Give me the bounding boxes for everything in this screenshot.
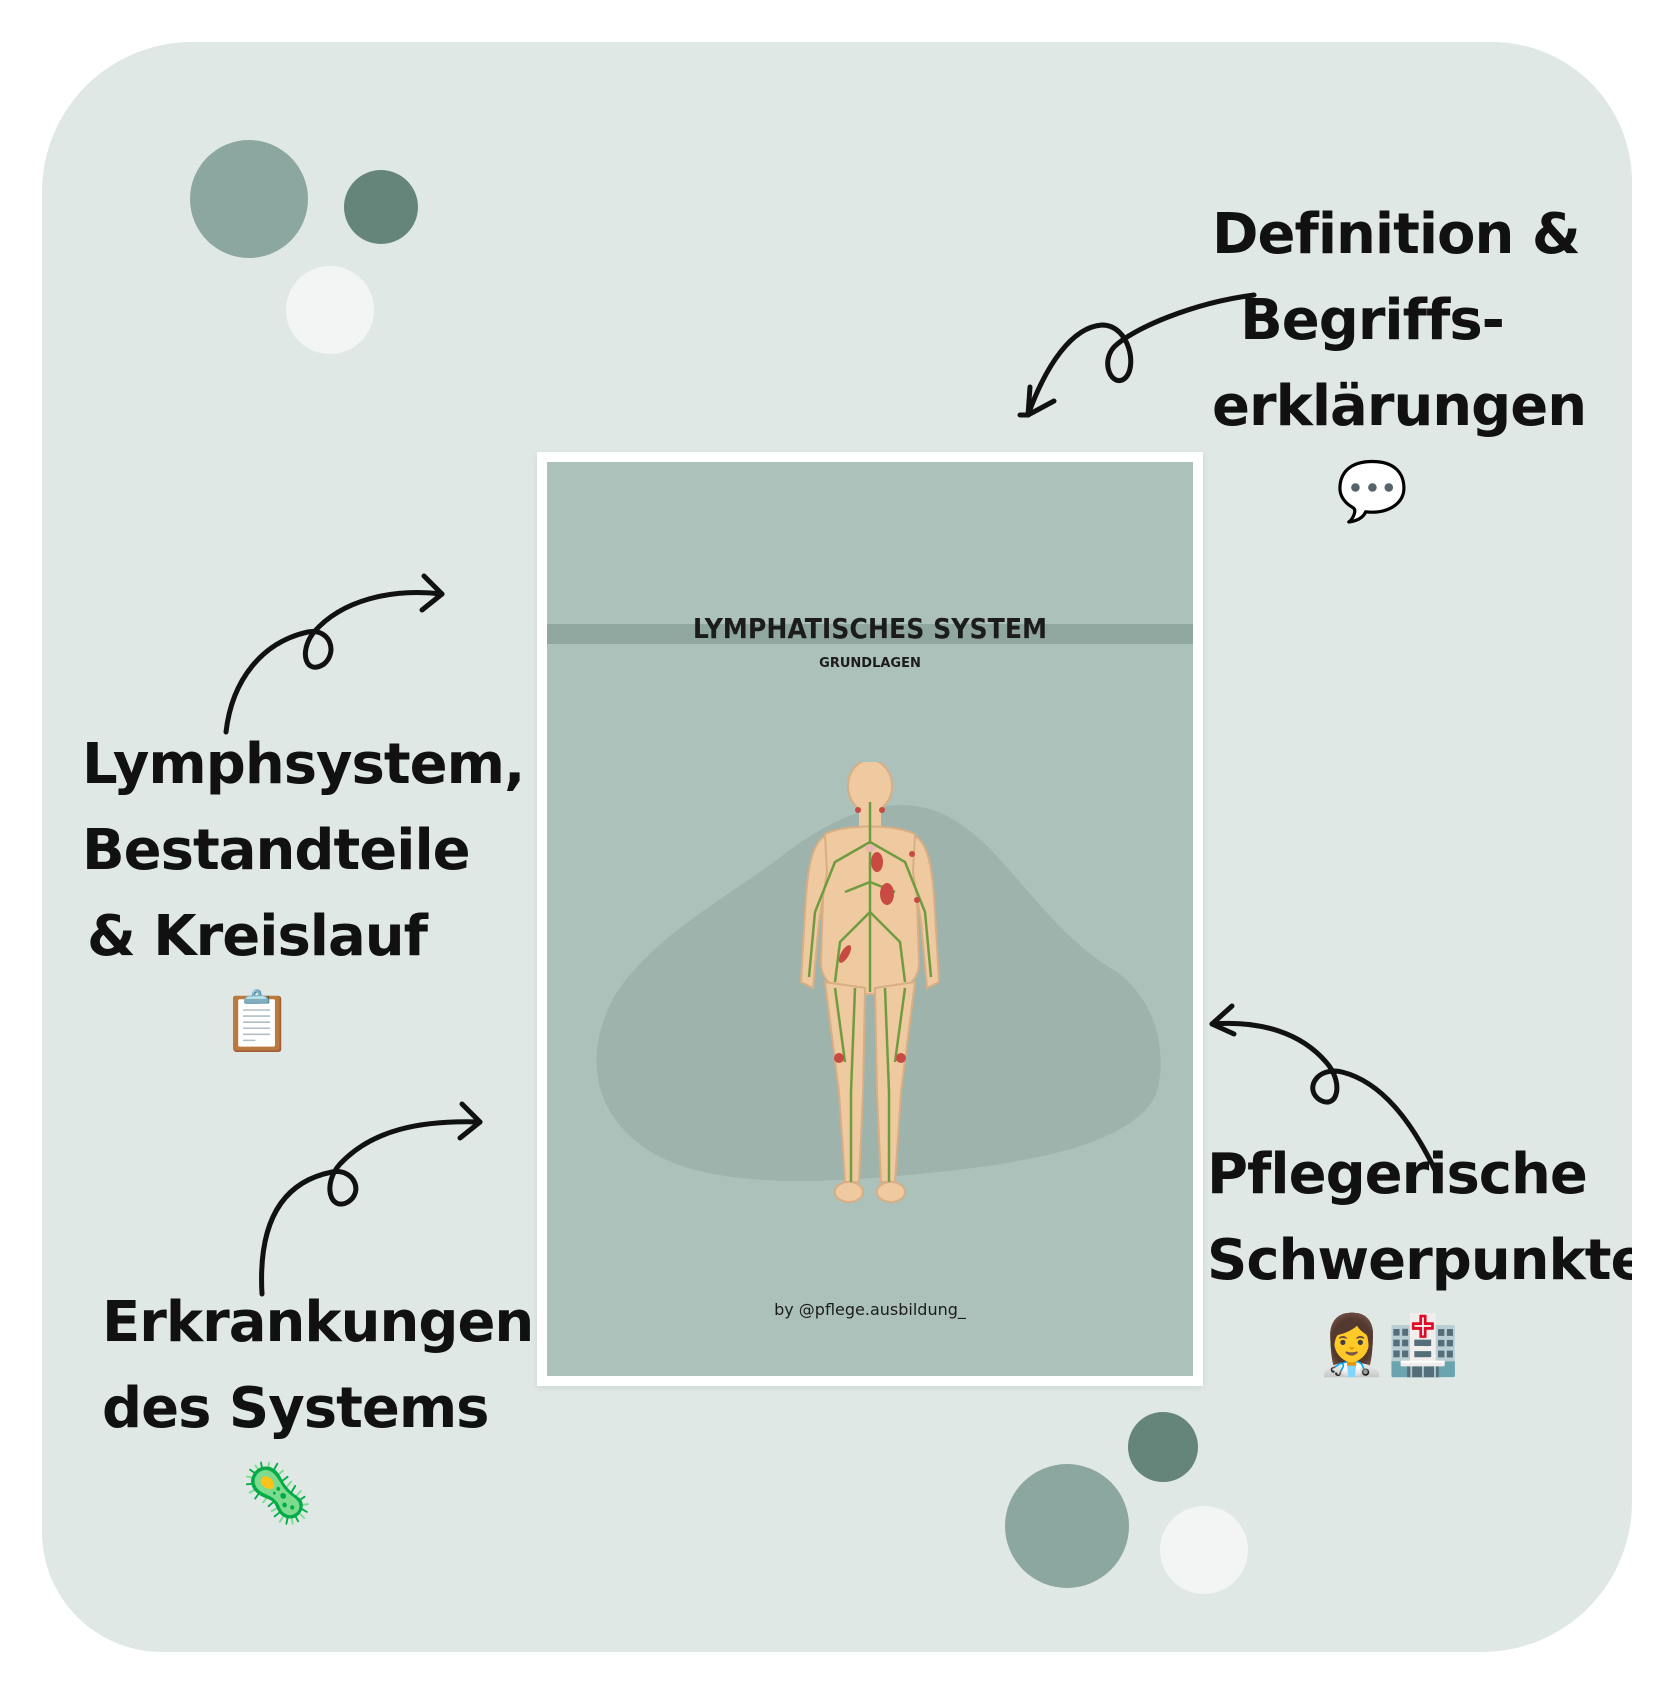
- virus-icon: 🦠: [241, 1459, 313, 1527]
- arrow-icon: [1017, 292, 1257, 418]
- decor-dot-white: [286, 266, 374, 354]
- arrow-icon: [1209, 1003, 1439, 1175]
- arrow-icon: [259, 1101, 483, 1297]
- feature-line: Pflegerische: [1207, 1142, 1588, 1207]
- decor-dot-dark: [344, 170, 418, 244]
- clipboard-icon: 📋: [221, 987, 293, 1055]
- decor-dot-large: [1005, 1464, 1129, 1588]
- nurse-hospital-icon: 👩‍⚕️🏥: [1315, 1311, 1459, 1379]
- feature-line: erklärungen: [1212, 374, 1587, 439]
- feature-pflege: Pflegerische Schwerpunkte 👩‍⚕️🏥: [1207, 1132, 1632, 1386]
- poster-title: LYMPHATISCHES SYSTEM: [692, 612, 1048, 645]
- feature-line: Schwerpunkte: [1207, 1228, 1632, 1293]
- background-card: Definition & Begriffs- erklärungen 💬 Lym…: [42, 42, 1632, 1652]
- feature-line: Begriffs-: [1240, 288, 1505, 353]
- feature-line: & Kreislauf: [86, 904, 428, 969]
- feature-erkrankungen: Erkrankungen des Systems 🦠: [102, 1280, 534, 1534]
- feature-line: Lymphsystem,: [82, 732, 525, 797]
- poster-cover: LYMPHATISCHES SYSTEM GRUNDLAGEN: [537, 452, 1203, 1386]
- feature-line: Definition &: [1212, 202, 1581, 267]
- feature-line: Bestandteile: [82, 818, 471, 883]
- poster-subtitle: GRUNDLAGEN: [819, 656, 921, 671]
- arrow-icon: [223, 573, 445, 735]
- feature-definition: Definition & Begriffs- erklärungen 💬: [1212, 192, 1587, 532]
- feature-line: des Systems: [102, 1376, 490, 1441]
- feature-lymphsystem: Lymphsystem, Bestandteile & Kreislauf 📋: [82, 722, 525, 1062]
- decor-dot-large: [190, 140, 308, 258]
- poster-header-band: [547, 624, 1193, 644]
- decor-dot-dark: [1128, 1412, 1198, 1482]
- human-lymphatic-figure-icon: [799, 762, 941, 1203]
- poster-inner: LYMPHATISCHES SYSTEM GRUNDLAGEN: [547, 462, 1193, 1376]
- poster-credit: by @pflege.ausbildung_: [774, 1300, 966, 1319]
- decor-dot-white: [1160, 1506, 1248, 1594]
- speech-bubble-icon: 💬: [1336, 457, 1408, 525]
